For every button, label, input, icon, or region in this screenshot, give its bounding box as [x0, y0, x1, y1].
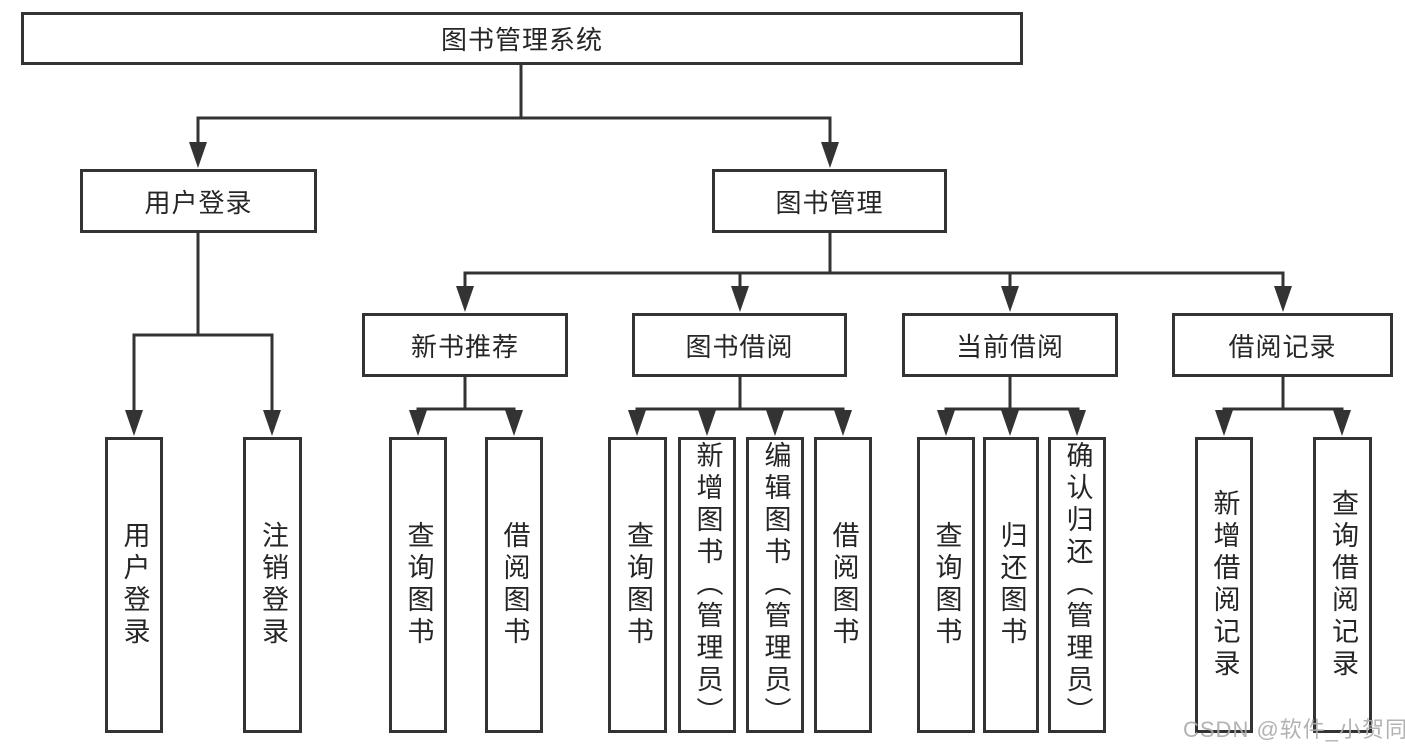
node-borrow-records-label: 借阅记录	[1228, 331, 1337, 362]
node-user-login: 用户登录	[80, 169, 317, 233]
leaf-user-login: 用户登录	[105, 437, 163, 733]
leaf-query-books-recommend: 查询图书	[389, 437, 447, 733]
leaf-return-books: 归还图书	[983, 437, 1039, 733]
node-book-borrow: 图书借阅	[632, 313, 847, 377]
leaf-return-books-label: 归还图书	[996, 521, 1027, 649]
leaf-borrow-books: 借阅图书	[814, 437, 872, 733]
leaf-query-books-current-label: 查询图书	[931, 521, 962, 649]
node-book-management-label: 图书管理	[775, 187, 884, 218]
leaf-borrow-books-recommend-label: 借阅图书	[499, 521, 530, 649]
node-new-book-recommend-label: 新书推荐	[410, 331, 519, 362]
leaf-add-books-admin: 新增图书（管理员）	[678, 437, 736, 733]
node-user-login-label: 用户登录	[144, 187, 253, 218]
leaf-add-borrow-record-label: 新增借阅记录	[1209, 489, 1240, 681]
leaf-user-login-label: 用户登录	[119, 521, 150, 649]
leaf-query-borrow-record-label: 查询借阅记录	[1328, 489, 1358, 681]
node-borrow-records: 借阅记录	[1172, 313, 1393, 377]
leaf-query-books-current: 查询图书	[917, 437, 975, 733]
leaf-add-borrow-record: 新增借阅记录	[1195, 437, 1253, 733]
node-root-label: 图书管理系统	[440, 25, 603, 55]
leaf-borrow-books-label: 借阅图书	[828, 521, 859, 649]
node-root: 图书管理系统	[21, 12, 1023, 65]
leaf-edit-books-admin-label: 编辑图书（管理员）	[760, 441, 791, 729]
leaf-borrow-books-recommend: 借阅图书	[485, 437, 543, 733]
node-book-management: 图书管理	[712, 169, 947, 233]
leaf-query-books-recommend-label: 查询图书	[403, 521, 434, 649]
node-book-borrow-label: 图书借阅	[685, 331, 794, 362]
leaf-add-books-admin-label: 新增图书（管理员）	[692, 441, 723, 729]
node-current-borrow-label: 当前借阅	[955, 331, 1064, 362]
leaf-logout: 注销登录	[243, 437, 302, 733]
watermark: CSDN @软件_小贺同学	[1183, 717, 1405, 742]
leaf-edit-books-admin: 编辑图书（管理员）	[746, 437, 804, 733]
node-new-book-recommend: 新书推荐	[362, 313, 568, 377]
leaf-query-books-borrow-label: 查询图书	[623, 521, 653, 649]
leaf-confirm-return-admin-label: 确认归还（管理员）	[1062, 441, 1093, 729]
leaf-logout-label: 注销登录	[258, 521, 288, 649]
leaf-query-borrow-record: 查询借阅记录	[1313, 437, 1372, 733]
leaf-confirm-return-admin: 确认归还（管理员）	[1048, 437, 1106, 733]
leaf-query-books-borrow: 查询图书	[608, 437, 667, 733]
node-current-borrow: 当前借阅	[902, 313, 1118, 377]
